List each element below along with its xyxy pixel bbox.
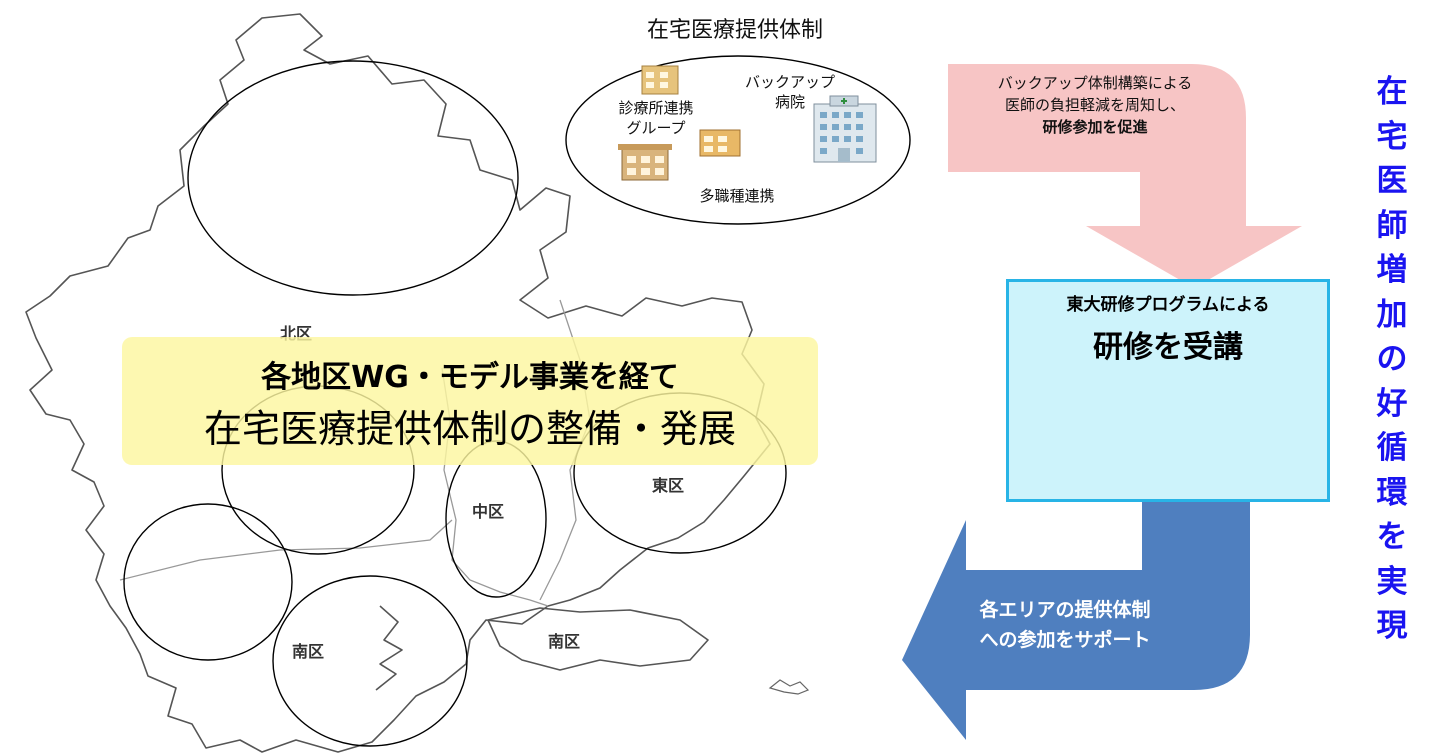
slogan-char: 環 — [1376, 474, 1408, 511]
district-label-minami-west: 南区 — [292, 642, 325, 661]
slogan-char: の — [1376, 341, 1408, 377]
district-label-higashi: 東区 — [652, 476, 685, 495]
training-program-box — [1006, 279, 1330, 502]
blue-left-arrow — [902, 500, 1250, 740]
district-label-minami-east: 南区 — [548, 632, 581, 651]
backup-hospital-label-line1: バックアップ — [744, 73, 835, 91]
pink-arrow-text: バックアップ体制構築による 医師の負担軽減を周知し、 研修参加を促進 — [950, 72, 1240, 138]
delivery-system-oval — [565, 55, 911, 225]
pink-arrow-line-1: バックアップ体制構築による — [997, 74, 1193, 92]
slogan-char: 医 — [1376, 163, 1408, 199]
program-box-line-1: 東大研修プログラムによる — [1066, 295, 1270, 315]
delivery-system-title: 在宅医療提供体制 — [646, 18, 823, 43]
multi-profession-label: 多職種連携 — [699, 187, 775, 205]
clinic-building-icon — [699, 129, 741, 157]
clinic-group-label-line1: 診療所連携 — [618, 99, 694, 117]
slogan-char: 師 — [1376, 207, 1408, 244]
slogan-char: を — [1376, 519, 1408, 555]
pink-arrow-line-3: 研修参加を促進 — [1042, 118, 1148, 136]
oval-kita — [187, 60, 519, 296]
slogan-char: 在 — [1376, 74, 1408, 110]
district-label-naka: 中区 — [472, 502, 505, 521]
backup-hospital-label-line2: 病院 — [774, 93, 805, 111]
slogan-char: 宅 — [1376, 118, 1408, 155]
clinic-group-label: 診療所連携 グループ — [596, 98, 716, 138]
city-map — [25, 13, 771, 753]
program-box-line-2: 研修を受講 — [1093, 330, 1243, 365]
slogan-char: 循 — [1376, 430, 1408, 466]
clinic-group-label-line2: グループ — [626, 119, 686, 137]
hospital-building-icon — [813, 95, 877, 163]
slogan-char: 加 — [1376, 296, 1408, 333]
banner-line-2: 在宅医療提供体制の整備・発展 — [203, 407, 736, 451]
backup-hospital-label: バックアップ 病院 — [730, 72, 850, 112]
oval-west — [123, 503, 293, 661]
main-banner — [122, 337, 818, 465]
vertical-slogan: 在 宅 医 師 増 加 の 好 循 環 を 実 現 — [1372, 70, 1412, 649]
pink-arrow-line-2: 医師の負担軽減を周知し、 — [1004, 96, 1185, 114]
blue-arrow-line-2: への参加をサポート — [979, 629, 1151, 651]
pink-down-arrow — [948, 64, 1302, 288]
harbor-mark — [768, 679, 810, 695]
slogan-char: 実 — [1376, 563, 1408, 600]
blue-arrow-text: 各エリアの提供体制 への参加をサポート — [935, 595, 1195, 655]
oval-minami — [272, 575, 468, 747]
district-ovals — [123, 60, 787, 747]
banner-line-1: 各地区WG・モデル事業を経て — [261, 360, 679, 395]
slogan-char: 好 — [1376, 385, 1408, 422]
blue-arrow-line-1: 各エリアの提供体制 — [979, 599, 1151, 621]
clinic-building-icon — [641, 65, 679, 95]
slogan-char: 現 — [1376, 608, 1408, 644]
clinic-building-icon — [618, 144, 672, 181]
slogan-char: 増 — [1376, 252, 1408, 288]
